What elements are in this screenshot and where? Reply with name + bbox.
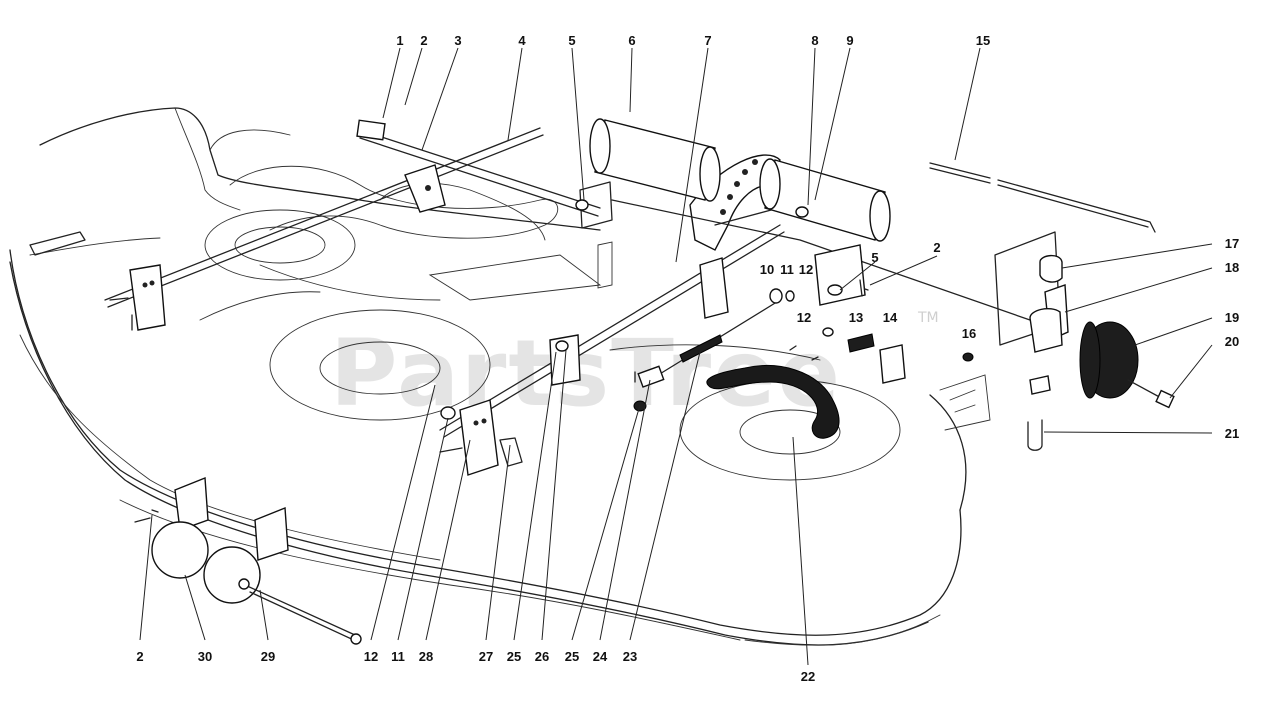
callout-2-top: 2 <box>420 33 427 48</box>
callout-7: 7 <box>704 33 711 48</box>
callout-2-bottom: 2 <box>136 649 143 664</box>
callout-25-b: 25 <box>565 649 579 664</box>
callout-25-a: 25 <box>507 649 521 664</box>
callout-22: 22 <box>801 669 815 684</box>
callout-labels: 1 2 3 4 5 6 7 8 9 15 17 18 2 5 10 11 12 … <box>136 33 1239 684</box>
callout-4: 4 <box>518 33 526 48</box>
callout-19: 19 <box>1225 310 1239 325</box>
callout-5-top: 5 <box>568 33 575 48</box>
callout-15: 15 <box>976 33 990 48</box>
callout-30: 30 <box>198 649 212 664</box>
handle-rods <box>929 162 1156 233</box>
callout-14: 14 <box>883 310 898 325</box>
callout-16: 16 <box>962 326 976 341</box>
watermark-trademark: TM <box>917 310 939 326</box>
right-hardware <box>769 244 974 384</box>
callout-20: 20 <box>1225 334 1239 349</box>
callout-12-bottom: 12 <box>364 649 378 664</box>
front-rod-assembly <box>104 119 601 331</box>
callout-12-top: 12 <box>799 262 813 277</box>
callout-leaders <box>139 47 1213 666</box>
callout-27: 27 <box>479 649 493 664</box>
callout-29: 29 <box>261 649 275 664</box>
rollers <box>575 118 1031 321</box>
callout-26: 26 <box>535 649 549 664</box>
rear-rod-assembly <box>439 224 785 476</box>
callout-12-mid: 12 <box>797 310 811 325</box>
callout-17: 17 <box>1225 236 1239 251</box>
callout-9: 9 <box>846 33 853 48</box>
callout-18: 18 <box>1225 260 1239 275</box>
callout-2-right: 2 <box>933 240 940 255</box>
wheel-assembly <box>1027 254 1175 451</box>
callout-21: 21 <box>1225 426 1239 441</box>
callout-10: 10 <box>760 262 774 277</box>
callout-24: 24 <box>593 649 608 664</box>
callout-8: 8 <box>811 33 818 48</box>
callout-3: 3 <box>454 33 461 48</box>
callout-13: 13 <box>849 310 863 325</box>
belt <box>706 365 840 439</box>
callout-28: 28 <box>419 649 433 664</box>
callout-6: 6 <box>628 33 635 48</box>
front-gauge-wheels <box>134 476 362 645</box>
callout-11-bottom: 11 <box>391 649 405 664</box>
callout-5-right: 5 <box>871 250 878 265</box>
callout-1: 1 <box>396 33 403 48</box>
callout-11-top: 11 <box>780 262 794 277</box>
callout-23: 23 <box>623 649 637 664</box>
deck-housing <box>9 107 1061 646</box>
